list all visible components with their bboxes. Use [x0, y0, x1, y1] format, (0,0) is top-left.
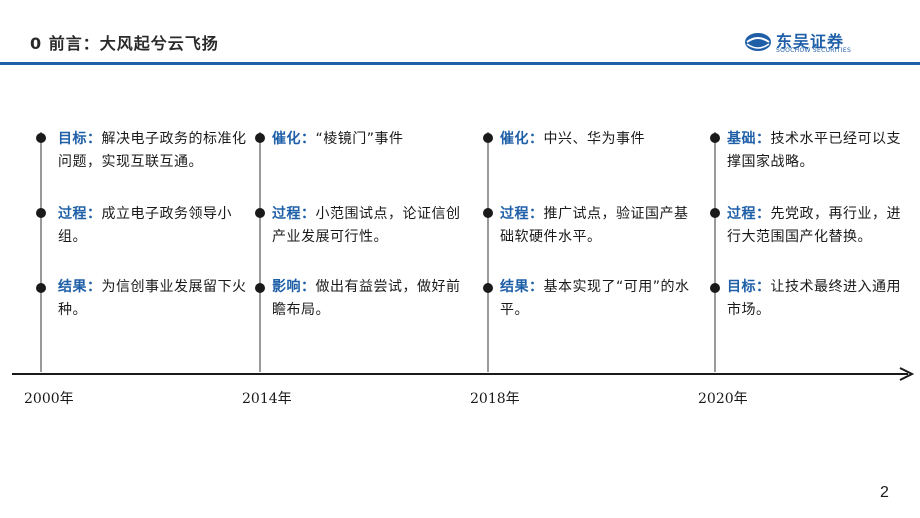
item-label: 催化： — [272, 131, 316, 147]
arrow-right-icon — [899, 367, 915, 381]
timeline-item: 过程：推广试点，验证国产基础软硬件水平。 — [500, 203, 690, 249]
year-label: 2000年 — [24, 391, 74, 407]
company-logo: 东吴证券 SOOCHOW SECURITIES — [744, 30, 894, 56]
year-label: 2018年 — [470, 391, 520, 407]
item-label: 影响： — [272, 279, 316, 295]
item-text: 先党政，再行业，进行大范围国产化替换。 — [727, 206, 901, 245]
timeline-axis — [12, 367, 915, 381]
item-text: 小范围试点，论证信创产业发展可行性。 — [272, 206, 461, 245]
soochow-logo-icon — [745, 33, 771, 51]
timeline-item: 目标：解决电子政务的标准化问题，实现互联互通。 — [58, 128, 248, 174]
item-text: 成立电子政务领导小组。 — [58, 206, 232, 245]
item-text: 为信创事业发展留下火种。 — [58, 279, 247, 318]
timeline-item: 结果：为信创事业发展留下火种。 — [58, 276, 248, 322]
timeline-item: 过程：成立电子政务领导小组。 — [58, 203, 248, 249]
item-text: “棱镜门”事件 — [315, 131, 404, 147]
timeline-item: 过程：小范围试点，论证信创产业发展可行性。 — [272, 203, 468, 249]
item-text: 做出有益尝试，做好前瞻布局。 — [272, 279, 461, 318]
year-label: 2020年 — [698, 391, 748, 407]
bullet-dot — [36, 133, 46, 143]
logo-en-text: SOOCHOW SECURITIES — [776, 47, 852, 54]
bullet-dot — [483, 283, 493, 293]
item-text: 让技术最终进入通用市场。 — [727, 279, 901, 318]
item-label: 基础： — [727, 131, 771, 147]
timeline-stem-2014 — [259, 132, 261, 372]
timeline-stem-2000 — [40, 132, 42, 372]
item-label: 目标： — [727, 279, 771, 295]
item-text: 推广试点，验证国产基础软硬件水平。 — [500, 206, 689, 245]
item-label: 结果： — [58, 279, 102, 295]
bullet-dot — [710, 208, 720, 218]
bullet-dot — [255, 133, 265, 143]
timeline-item: 结果：基本实现了“可用”的水平。 — [500, 276, 690, 322]
header-divider — [0, 62, 920, 65]
bullet-dot — [710, 283, 720, 293]
item-label: 结果： — [500, 279, 544, 295]
item-text: 技术水平已经可以支撑国家战略。 — [727, 131, 901, 170]
year-label: 2014年 — [242, 391, 292, 407]
bullet-dot — [483, 133, 493, 143]
timeline-item: 目标：让技术最终进入通用市场。 — [727, 276, 913, 322]
item-label: 过程： — [727, 206, 771, 222]
item-text: 基本实现了“可用”的水平。 — [500, 279, 690, 318]
timeline-item: 过程：先党政，再行业，进行大范围国产化替换。 — [727, 203, 913, 249]
bullet-dot — [255, 208, 265, 218]
item-label: 目标： — [58, 131, 102, 147]
item-text: 中兴、华为事件 — [543, 131, 645, 147]
page-title: 0 前言：大风起兮云飞扬 — [30, 34, 219, 53]
page-number: 2 — [880, 484, 889, 501]
timeline-stem-2020 — [714, 132, 716, 372]
item-label: 过程： — [272, 206, 316, 222]
item-label: 过程： — [58, 206, 102, 222]
bullet-dot — [36, 283, 46, 293]
item-label: 过程： — [500, 206, 544, 222]
item-text: 解决电子政务的标准化问题，实现互联互通。 — [58, 131, 247, 170]
bullet-dot — [36, 208, 46, 218]
timeline-item: 影响：做出有益尝试，做好前瞻布局。 — [272, 276, 468, 322]
timeline-item: 基础：技术水平已经可以支撑国家战略。 — [727, 128, 913, 174]
timeline-stem-2018 — [487, 132, 489, 372]
timeline-item: 催化：“棱镜门”事件 — [272, 128, 468, 151]
bullet-dot — [710, 133, 720, 143]
item-label: 催化： — [500, 131, 544, 147]
bullet-dot — [483, 208, 493, 218]
timeline-item: 催化：中兴、华为事件 — [500, 128, 690, 151]
bullet-dot — [255, 283, 265, 293]
logo-cn-text: 东吴证券 — [776, 32, 845, 51]
